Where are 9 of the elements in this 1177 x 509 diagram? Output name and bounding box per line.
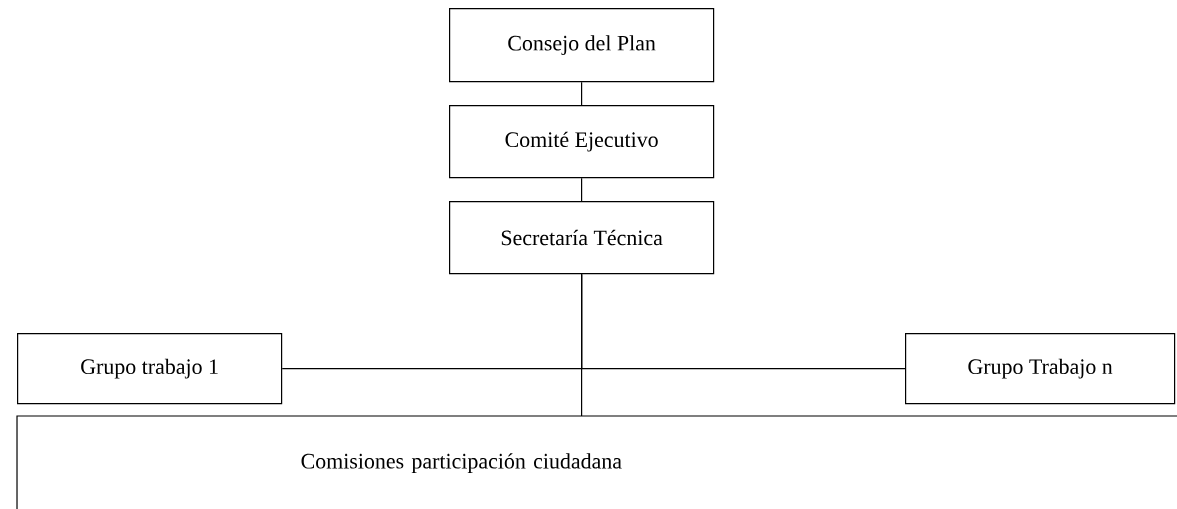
- org-box: Consejo del Plan: [449, 8, 715, 83]
- connector-line: [581, 177, 583, 202]
- band: Comisiones participación ciudadana: [16, 415, 1177, 509]
- org-box: Comité Ejecutivo: [449, 105, 715, 179]
- connector-line: [581, 81, 583, 106]
- org-box: Grupo Trabajo n: [905, 333, 1176, 405]
- org-box: Grupo trabajo 1: [17, 333, 283, 405]
- org-box: Secretaría Técnica: [449, 201, 715, 275]
- connector-line: [581, 273, 583, 417]
